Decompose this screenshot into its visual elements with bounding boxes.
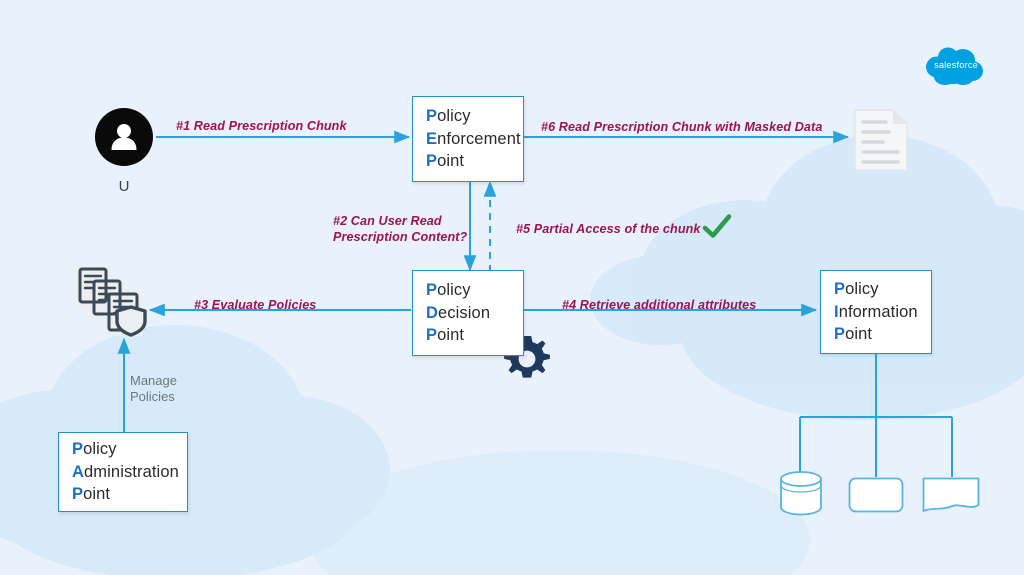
node-line-cap: A	[72, 462, 85, 481]
node-policy-information-point[interactable]: Policy Information Point	[820, 270, 932, 354]
node-line: Point	[834, 323, 931, 346]
node-line: Administration	[72, 461, 187, 484]
node-line: Enforcement	[426, 128, 523, 151]
annotation-line1: Manage	[130, 373, 177, 388]
flow-label-3: #3 Evaluate Policies	[194, 298, 317, 312]
node-line-rest: oint	[437, 152, 465, 171]
node-line-cap: P	[426, 326, 438, 345]
flow-label-2-line1: #2 Can User Read	[333, 214, 442, 228]
node-policy-administration-point[interactable]: Policy Administration Point	[58, 432, 188, 512]
node-line: Point	[72, 483, 187, 506]
flow-label-2-line2: Prescription Content?	[333, 230, 468, 245]
annotation-line2: Policies	[130, 389, 175, 405]
policy-documents-shield-icon	[76, 266, 147, 337]
user-avatar-icon	[95, 108, 153, 166]
node-line: Decision	[426, 302, 523, 325]
flow-label-5: #5 Partial Access of the chunk	[516, 222, 701, 236]
node-line-rest: oint	[845, 325, 873, 344]
node-line-cap: P	[426, 152, 438, 171]
node-line-rest: oint	[437, 326, 465, 345]
node-line: Point	[426, 150, 523, 173]
node-line: Point	[426, 324, 523, 347]
node-line: Information	[834, 301, 931, 324]
user-label: U	[118, 178, 130, 195]
node-line-cap: I	[834, 302, 839, 321]
flow-label-6: #6 Read Prescription Chunk with Masked D…	[541, 120, 823, 134]
salesforce-wordmark: salesforce	[934, 60, 978, 70]
node-policy-enforcement-point[interactable]: Policy Enforcement Point	[412, 96, 524, 182]
person-glyph	[111, 124, 137, 150]
node-line-cap: P	[426, 107, 438, 126]
node-line-rest: olicy	[83, 440, 117, 459]
node-line-rest: nformation	[838, 302, 918, 321]
annotation-manage-policies: Manage Policies	[130, 373, 177, 406]
node-line-cap: P	[426, 281, 438, 300]
node-line: Policy	[426, 105, 523, 128]
node-line-cap: P	[834, 325, 846, 344]
node-line-cap: P	[834, 280, 846, 299]
node-policy-decision-point[interactable]: Policy Decision Point	[412, 270, 524, 356]
check-mark-icon	[702, 214, 732, 238]
node-line-cap: P	[72, 440, 84, 459]
document-icon	[854, 109, 908, 171]
node-line-cap: E	[426, 129, 438, 148]
node-line-cap: P	[72, 485, 84, 504]
node-line-rest: nforcement	[437, 129, 521, 148]
node-line: Policy	[834, 278, 931, 301]
node-line: Policy	[72, 438, 187, 461]
node-line-rest: olicy	[845, 280, 879, 299]
node-line-rest: ecision	[438, 303, 491, 322]
rounded-store-icon	[848, 477, 904, 513]
node-line-rest: olicy	[437, 281, 471, 300]
file-wave-icon	[922, 477, 980, 512]
node-line-cap: D	[426, 303, 439, 322]
flow-label-1: #1 Read Prescription Chunk	[176, 119, 347, 133]
database-cylinder-icon	[780, 471, 822, 516]
node-line-rest: oint	[83, 485, 111, 504]
node-line: Policy	[426, 279, 523, 302]
flow-label-4: #4 Retrieve additional attributes	[562, 298, 757, 312]
node-line-rest: dministration	[84, 462, 179, 481]
flow-label-2: #2 Can User Read Prescription Content?	[333, 213, 467, 245]
node-line-rest: olicy	[437, 107, 471, 126]
salesforce-logo	[926, 47, 983, 85]
